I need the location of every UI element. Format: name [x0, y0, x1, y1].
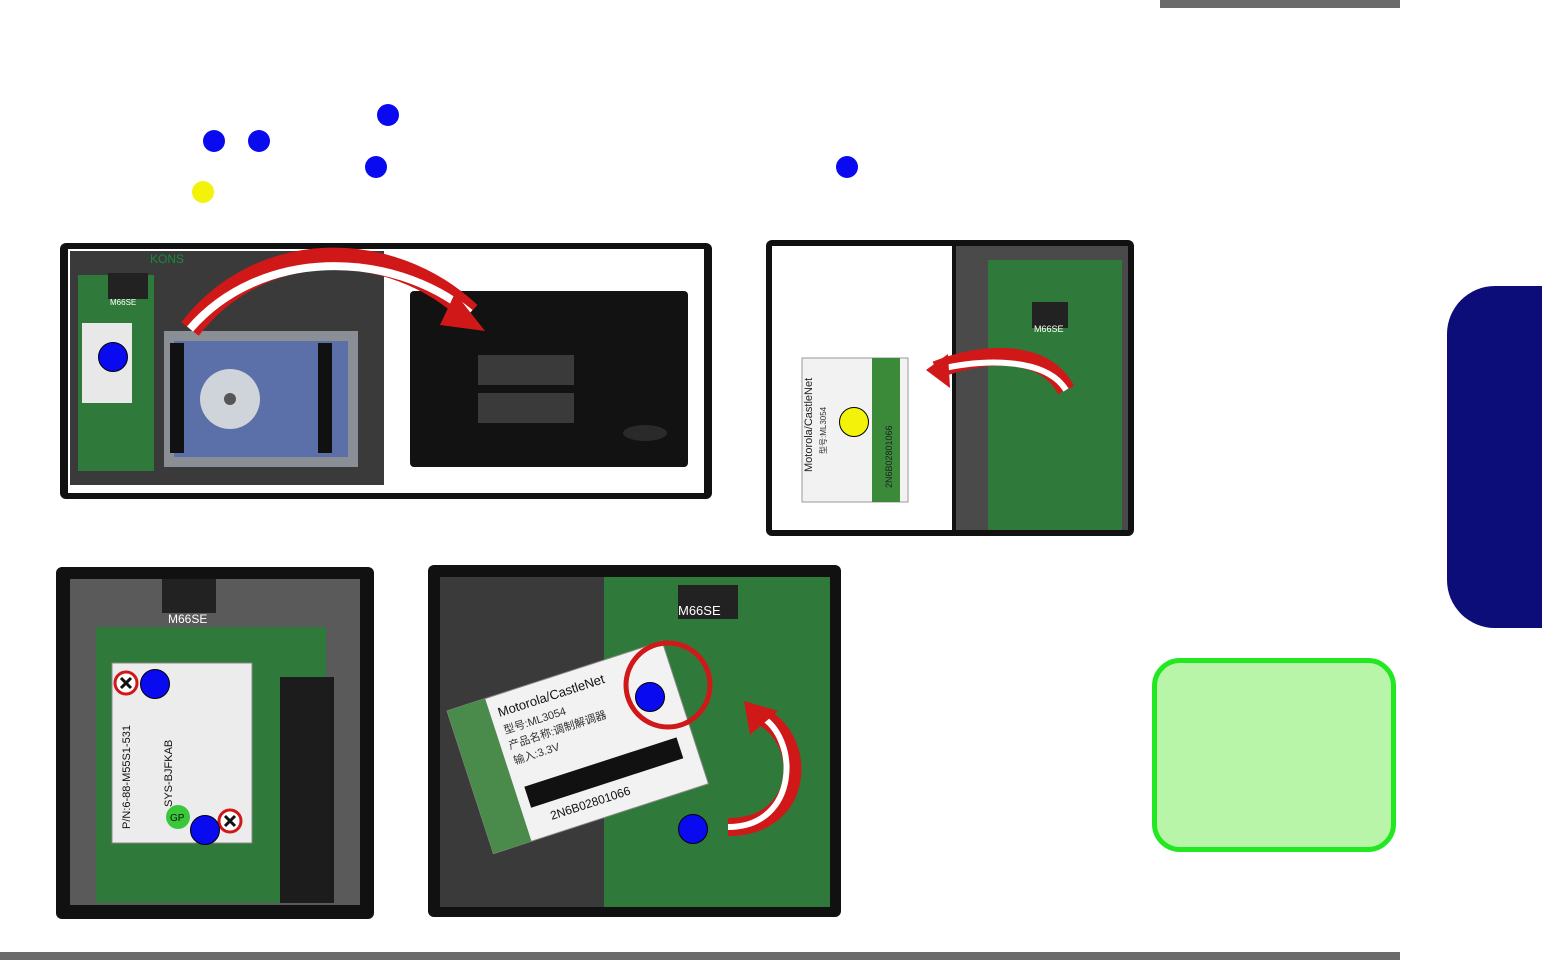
callout-marker-5 [678, 814, 708, 844]
module-model: 型号:ML3054 [819, 406, 828, 454]
step-marker-dot [836, 156, 858, 178]
figure-card-screws: M66SE P/N:6-88-M55S1-531 SYS-BJFKAB GP [56, 567, 374, 919]
module-brand: Motorola/CastleNet [803, 378, 815, 472]
step-marker-dot-yellow [192, 181, 214, 203]
note-box [1152, 658, 1396, 852]
chip-label: M66SE [678, 603, 721, 618]
figure-cover-removal: M66SE KONS [60, 243, 712, 499]
chapter-side-tab [1447, 286, 1542, 628]
chip-label: M66SE [168, 612, 207, 626]
callout-marker-2 [140, 669, 170, 699]
figure-cable-disconnect: M66SE Motorola/CastleNet 型号:ML3054 产品名称:… [428, 565, 841, 917]
bottom-rule [0, 952, 1400, 960]
step-marker-dot [203, 130, 225, 152]
callout-marker-4 [635, 682, 665, 712]
step-marker-dot [365, 156, 387, 178]
top-rule [1160, 0, 1400, 8]
gp-mark: GP [170, 813, 185, 824]
chip-label: M66SE [110, 298, 136, 307]
chip-label: M66SE [1034, 324, 1064, 334]
callout-marker-1 [98, 342, 128, 372]
screw-removal-icon [217, 808, 243, 834]
card-sys-code: SYS-BJFKAB [163, 740, 175, 807]
step-marker-dot [248, 130, 270, 152]
figure-modem-module: M66SE Motorola/CastleNet 型号:ML3054 2N6B0… [766, 240, 1134, 536]
step-marker-dot [377, 104, 399, 126]
callout-marker-yellow [839, 407, 869, 437]
module-serial: 2N6B02801066 [884, 425, 894, 488]
card-part-number: P/N:6-88-M55S1-531 [121, 725, 133, 829]
brand-logo: KONS [150, 252, 184, 266]
screw-removal-icon [113, 670, 139, 696]
callout-marker-3 [190, 815, 220, 845]
